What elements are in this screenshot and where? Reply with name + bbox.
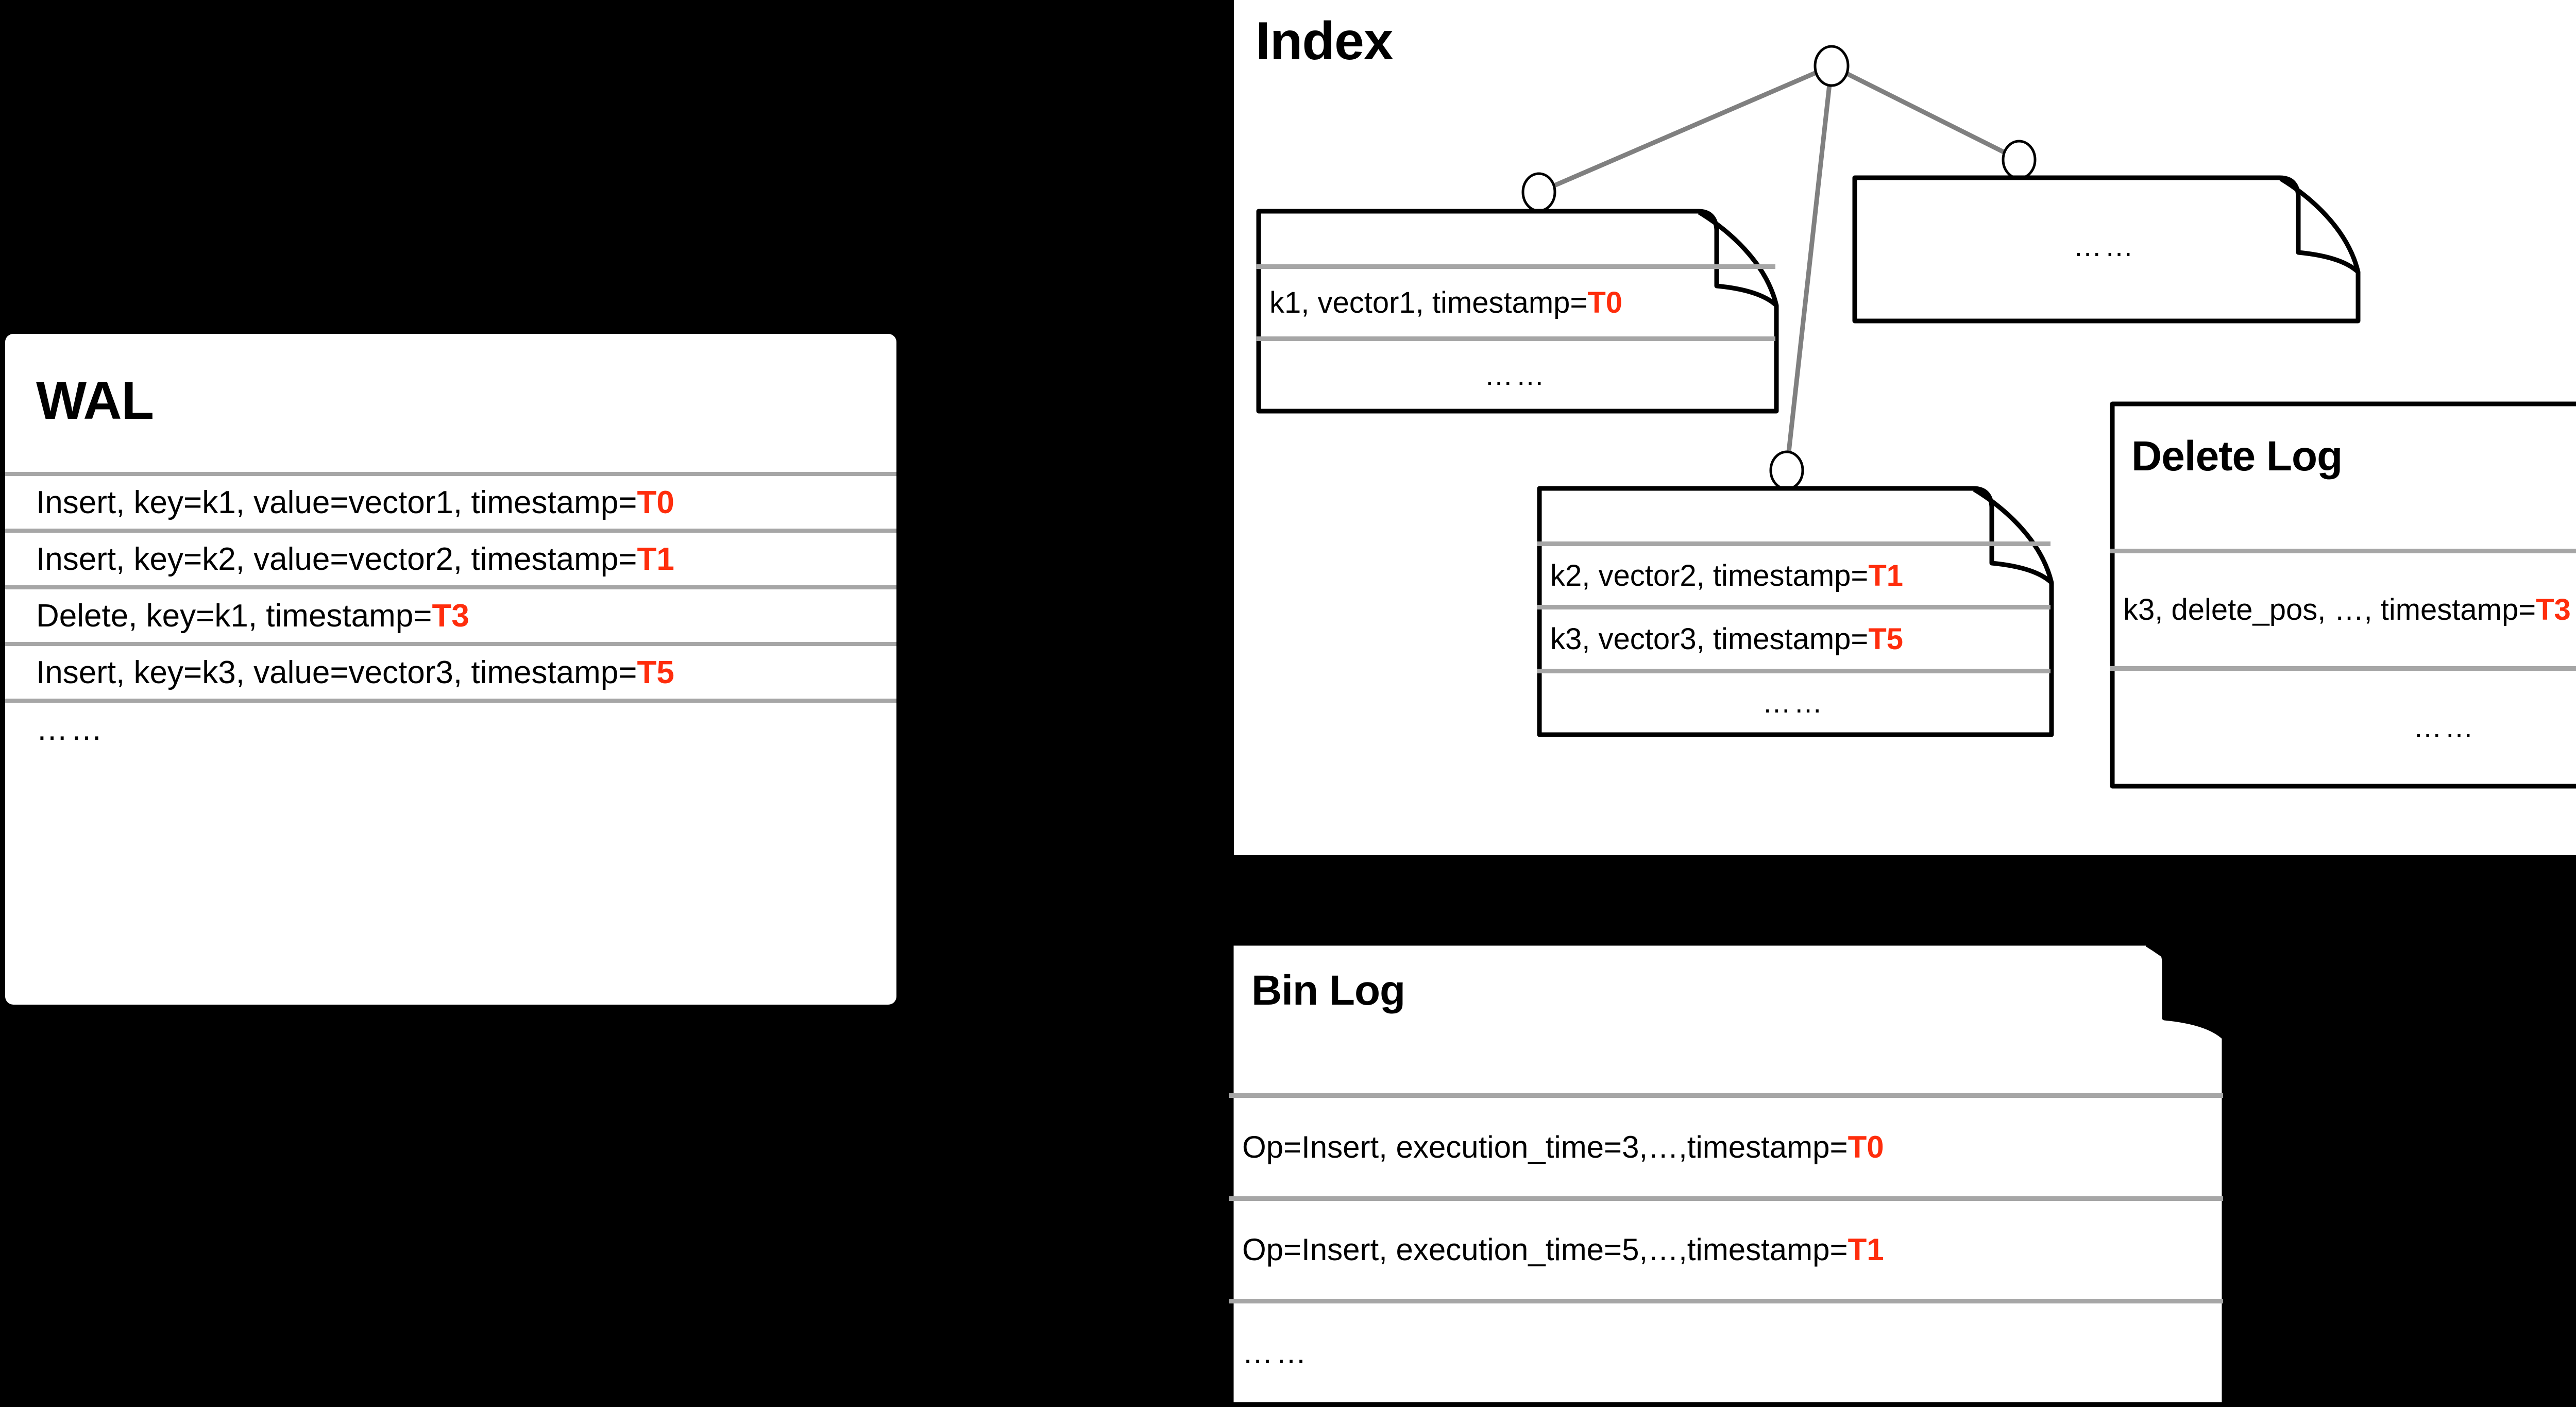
edge-root-right xyxy=(1830,63,2021,162)
document-entry-row: …… xyxy=(1256,336,1775,409)
document-row-list: k1, vector1, timestamp=T0 …… xyxy=(1256,264,1775,409)
document-outline xyxy=(2110,401,2576,789)
delete-log-title: Delete Log xyxy=(2131,433,2343,480)
wal-entry-text: Insert, key=k1, value=vector1, timestamp… xyxy=(36,484,674,520)
wal-panel: WAL Insert, key=k1, value=vector1, times… xyxy=(5,334,896,1005)
timestamp-value: T5 xyxy=(1868,622,1903,656)
timestamp-value: T5 xyxy=(637,654,674,690)
edge-root-left xyxy=(1538,63,1833,195)
document-entry-row: k1, vector1, timestamp=T0 xyxy=(1256,264,1775,336)
document-entry-text: Op=Insert, execution_time=5,…,timestamp=… xyxy=(1242,1232,1884,1267)
root-node xyxy=(1814,45,1850,87)
wal-entry-row: Insert, key=k2, value=vector2, timestamp… xyxy=(5,529,896,585)
wal-entry-row: Delete, key=k1, timestamp=T3 xyxy=(5,585,896,642)
wal-title: WAL xyxy=(36,371,154,431)
index-panel: Index k1, vector1, timestamp=T0 …… …… k2,… xyxy=(1234,0,2576,855)
timestamp-value: T3 xyxy=(432,598,469,634)
timestamp-value: T3 xyxy=(2536,593,2571,626)
document-entry-text: …… xyxy=(1242,1335,1309,1370)
document-entry-row: …… xyxy=(1229,1299,2223,1402)
timestamp-value: T1 xyxy=(1848,1232,1884,1267)
document-row-list: k3, delete_pos, …, timestamp=T3 …… xyxy=(2110,549,2576,784)
document-entry-text: k3, vector3, timestamp=T5 xyxy=(1550,622,1903,656)
document-entry-row: k3, vector3, timestamp=T5 xyxy=(1537,605,2050,668)
delete-log-document: Delete Log k3, delete_pos, …, timestamp=… xyxy=(2110,399,2576,789)
document-entry-row: Op=Insert, execution_time=5,…,timestamp=… xyxy=(1229,1196,2223,1299)
wal-entry-text: Insert, key=k3, value=vector3, timestamp… xyxy=(36,654,674,690)
document-entry-row: k2, vector2, timestamp=T1 xyxy=(1537,541,2050,605)
index-tree-graph xyxy=(1521,45,2037,490)
document-entry-row: Op=Insert, execution_time=3,…,timestamp=… xyxy=(1229,1093,2223,1196)
document-outline xyxy=(1256,209,1779,414)
document-outline xyxy=(1852,175,2361,324)
index-leaf-k2k3-document: k2, vector2, timestamp=T1 k3, vector3, ti… xyxy=(1537,484,2054,737)
document-entry-text: …… xyxy=(2413,711,2476,743)
index-leaf-ellipsis-document: …… xyxy=(1852,173,2361,324)
timestamp-value: T1 xyxy=(637,541,674,577)
document-entry-text: …… xyxy=(2073,229,2136,262)
wal-entry-text: Insert, key=k2, value=vector2, timestamp… xyxy=(36,541,674,577)
bin-log-title: Bin Log xyxy=(1251,967,1405,1014)
document-row-list: …… xyxy=(1852,173,2357,318)
timestamp-value: T0 xyxy=(637,484,674,520)
index-title: Index xyxy=(1256,11,1394,71)
bin-log-document: Bin Log Op=Insert, execution_time=3,…,ti… xyxy=(1229,939,2227,1407)
document-entry-text: k1, vector1, timestamp=T0 xyxy=(1269,286,1622,319)
timestamp-value: T0 xyxy=(1587,286,1622,319)
document-entry-text: k3, delete_pos, …, timestamp=T3 xyxy=(2123,593,2571,626)
document-entry-row: k3, delete_pos, …, timestamp=T3 xyxy=(2110,549,2576,666)
document-entry-row: …… xyxy=(2110,666,2576,784)
document-entry-text: …… xyxy=(1762,686,1825,719)
timestamp-value: T1 xyxy=(1868,558,1903,592)
document-row-list: Op=Insert, execution_time=3,…,timestamp=… xyxy=(1229,1093,2223,1402)
document-entry-row: …… xyxy=(1537,668,2050,732)
document-row-list: k2, vector2, timestamp=T1 k3, vector3, ti… xyxy=(1537,541,2050,732)
timestamp-value: T0 xyxy=(1848,1129,1884,1164)
wal-entry-text: Delete, key=k1, timestamp=T3 xyxy=(36,598,469,634)
wal-entry-row: Insert, key=k3, value=vector3, timestamp… xyxy=(5,642,896,699)
wal-entry-row: Insert, key=k1, value=vector1, timestamp… xyxy=(5,472,896,529)
wal-entry-text: …… xyxy=(36,711,105,747)
document-entry-text: …… xyxy=(1484,359,1547,391)
index-leaf-k1-document: k1, vector1, timestamp=T0 …… xyxy=(1256,207,1779,414)
document-entry-text: k2, vector2, timestamp=T1 xyxy=(1550,558,1903,592)
document-outline xyxy=(1229,941,2227,1407)
left-child-node xyxy=(1521,172,1556,212)
edge-root-middle xyxy=(1784,65,1834,471)
document-entry-row: …… xyxy=(1852,173,2357,318)
document-entry-text: Op=Insert, execution_time=3,…,timestamp=… xyxy=(1242,1129,1884,1164)
wal-entry-row: …… xyxy=(5,699,896,755)
